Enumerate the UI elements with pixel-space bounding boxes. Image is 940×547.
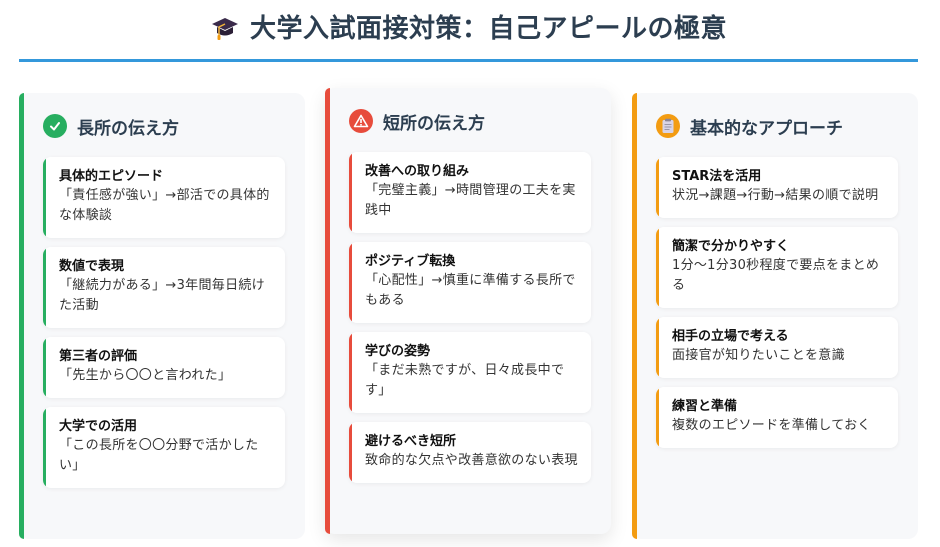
tip-card: 大学での活用 「この長所を〇〇分野で活かしたい」 (43, 407, 285, 488)
approach-title: 基本的なアプローチ (690, 118, 843, 139)
tip-card: STAR法を活用 状況→課題→行動→結果の順で説明 (656, 157, 898, 218)
clipboard-icon (656, 114, 680, 138)
tip-card: 改善への取り組み 「完璧主義」→時間管理の工夫を実践中 (349, 152, 591, 233)
tip-card: 練習と準備 複数のエピソードを準備しておく (656, 387, 898, 448)
tip-card-title: STAR法を活用 (672, 169, 762, 184)
tip-card-desc: 「先生から〇〇と言われた」 (59, 368, 232, 383)
tip-card-title: 避けるべき短所 (365, 434, 457, 449)
page-title: 大学入試面接対策：自己アピールの極意 (210, 8, 727, 45)
tip-card-title: 練習と準備 (672, 399, 738, 414)
weaknesses-column: 短所の伝え方 改善への取り組み 「完璧主義」→時間管理の工夫を実践中 ポジティブ… (325, 88, 611, 534)
tip-card-desc: 「継続力がある」→3年間毎日続けた活動 (59, 278, 265, 313)
tip-card-desc: 「まだ未熟ですが、日々成長中です」 (365, 363, 565, 398)
tip-card-title: 数値で表現 (59, 259, 125, 274)
tip-card-title: 第三者の評価 (59, 349, 138, 364)
tip-card-desc: 「心配性」→慎重に準備する長所でもある (365, 273, 576, 308)
tip-card-desc: 状況→課題→行動→結果の順で説明 (672, 188, 879, 203)
weaknesses-header: 短所の伝え方 (349, 108, 591, 134)
page-title-text: 大学入試面接対策：自己アピールの極意 (249, 14, 727, 44)
tip-card-desc: 致命的な欠点や改善意欲のない表現 (365, 453, 578, 468)
tip-card-desc: 面接官が知りたいことを意識 (672, 348, 845, 363)
weaknesses-title: 短所の伝え方 (383, 113, 485, 134)
tip-card: 数値で表現 「継続力がある」→3年間毎日続けた活動 (43, 247, 285, 328)
tip-card: 簡潔で分かりやすく 1分〜1分30秒程度で要点をまとめる (656, 227, 898, 308)
strengths-column: 長所の伝え方 具体的エピソード 「責任感が強い」→部活での具体的な体験談 数値で… (19, 93, 305, 539)
tip-card: ポジティブ転換 「心配性」→慎重に準備する長所でもある (349, 242, 591, 323)
tip-card: 具体的エピソード 「責任感が強い」→部活での具体的な体験談 (43, 157, 285, 238)
tip-card: 避けるべき短所 致命的な欠点や改善意欲のない表現 (349, 422, 591, 483)
tip-card-title: 相手の立場で考える (672, 329, 789, 344)
tip-card-desc: 「責任感が強い」→部活での具体的な体験談 (59, 188, 270, 223)
tip-card-desc: 「完璧主義」→時間管理の工夫を実践中 (365, 183, 576, 218)
tip-card-desc: 1分〜1分30秒程度で要点をまとめる (672, 258, 880, 293)
tip-card: 学びの姿勢 「まだ未熟ですが、日々成長中です」 (349, 332, 591, 413)
approach-header: 基本的なアプローチ (656, 113, 898, 139)
page-header: 大学入試面接対策：自己アピールの極意 (19, 0, 918, 62)
approach-column: 基本的なアプローチ STAR法を活用 状況→課題→行動→結果の順で説明 簡潔で分… (632, 93, 918, 539)
check-circle-icon (43, 114, 67, 138)
tip-card: 相手の立場で考える 面接官が知りたいことを意識 (656, 317, 898, 378)
warning-icon (349, 109, 373, 133)
tip-card: 第三者の評価 「先生から〇〇と言われた」 (43, 337, 285, 398)
tip-card-title: 改善への取り組み (365, 164, 470, 179)
tip-card-title: ポジティブ転換 (365, 254, 456, 269)
tip-card-title: 簡潔で分かりやすく (672, 239, 790, 254)
strengths-header: 長所の伝え方 (43, 113, 285, 139)
tip-card-title: 学びの姿勢 (365, 344, 431, 359)
graduation-cap-icon (211, 17, 238, 40)
tip-card-title: 大学での活用 (59, 419, 138, 434)
tip-card-title: 具体的エピソード (59, 169, 164, 184)
tip-card-desc: 「この長所を〇〇分野で活かしたい」 (59, 438, 259, 473)
strengths-title: 長所の伝え方 (77, 118, 179, 139)
tip-card-desc: 複数のエピソードを準備しておく (672, 418, 871, 433)
